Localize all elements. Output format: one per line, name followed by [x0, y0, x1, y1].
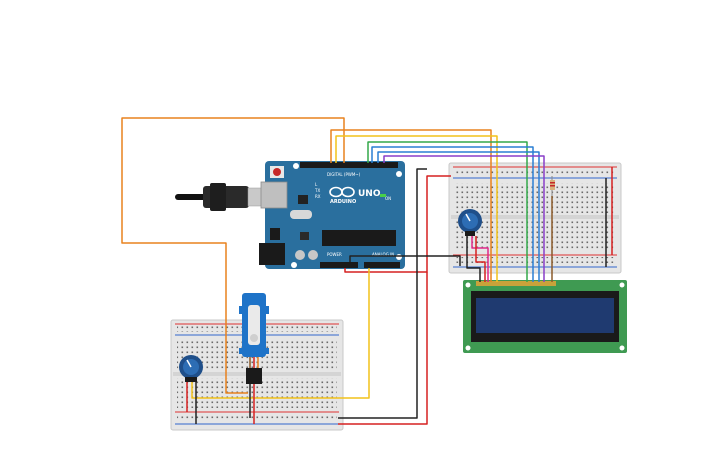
wire-black-bottom[interactable] [338, 168, 427, 419]
breadboard-top-right[interactable] [448, 162, 622, 274]
lcd-screen [476, 298, 614, 333]
analog-header [364, 262, 400, 268]
arduino-brand-label: ARDUINO [330, 199, 356, 205]
potentiometer-top[interactable] [458, 209, 482, 236]
wire-pink[interactable] [471, 236, 489, 282]
power-header-label: POWER [327, 252, 342, 257]
wire-orange-servo[interactable] [121, 117, 345, 394]
digital-header [300, 162, 398, 168]
regulator [270, 228, 280, 240]
wire-yellow-top[interactable] [335, 135, 498, 282]
wire-purple[interactable] [383, 155, 545, 282]
power-header [320, 262, 358, 268]
uno-model-label: UNO [358, 189, 381, 199]
usb-chip [298, 195, 308, 204]
servo-horn[interactable] [248, 305, 260, 345]
micro-servo[interactable] [239, 293, 269, 384]
tx-label: TX [314, 188, 320, 193]
wire-blue-2[interactable] [377, 151, 540, 282]
usb-jack [260, 181, 288, 209]
on-led-icon [380, 194, 386, 197]
potentiometer-bottom[interactable] [179, 355, 203, 382]
wires [121, 117, 613, 425]
rx-label: RX [315, 194, 321, 199]
wire-green[interactable] [367, 141, 528, 282]
wire-blue-1[interactable] [371, 146, 534, 282]
analog-header-label: ANALOG IN [372, 252, 394, 257]
l-label: L [315, 182, 318, 187]
wire-yellow-bottom[interactable] [191, 268, 370, 399]
wire-red-pot[interactable] [475, 236, 486, 282]
power-jack [259, 243, 285, 265]
servo-connector [246, 368, 262, 384]
crystal [290, 210, 312, 219]
wire-black-pot[interactable] [466, 236, 481, 282]
usb-cable[interactable] [175, 183, 269, 211]
resistor[interactable] [550, 176, 555, 196]
wire-orange-lcd[interactable] [330, 129, 492, 282]
digital-header-label: DIGITAL (PWM~) [327, 172, 361, 177]
arduino-uno-board[interactable]: ARDUINO UNO DIGITAL (PWM~) TX RX L ON PO… [259, 161, 405, 269]
capacitor-1 [295, 250, 305, 260]
lcd-16x2-display[interactable] [463, 280, 627, 353]
atmega-chip [322, 230, 396, 246]
arduino-logo-icon [329, 186, 355, 198]
lcd-pin-header [476, 281, 556, 286]
wire-red-bottom[interactable] [338, 272, 428, 425]
capacitor-2 [308, 250, 318, 260]
wire-black-top[interactable] [349, 255, 461, 266]
on-label: ON [385, 196, 391, 201]
